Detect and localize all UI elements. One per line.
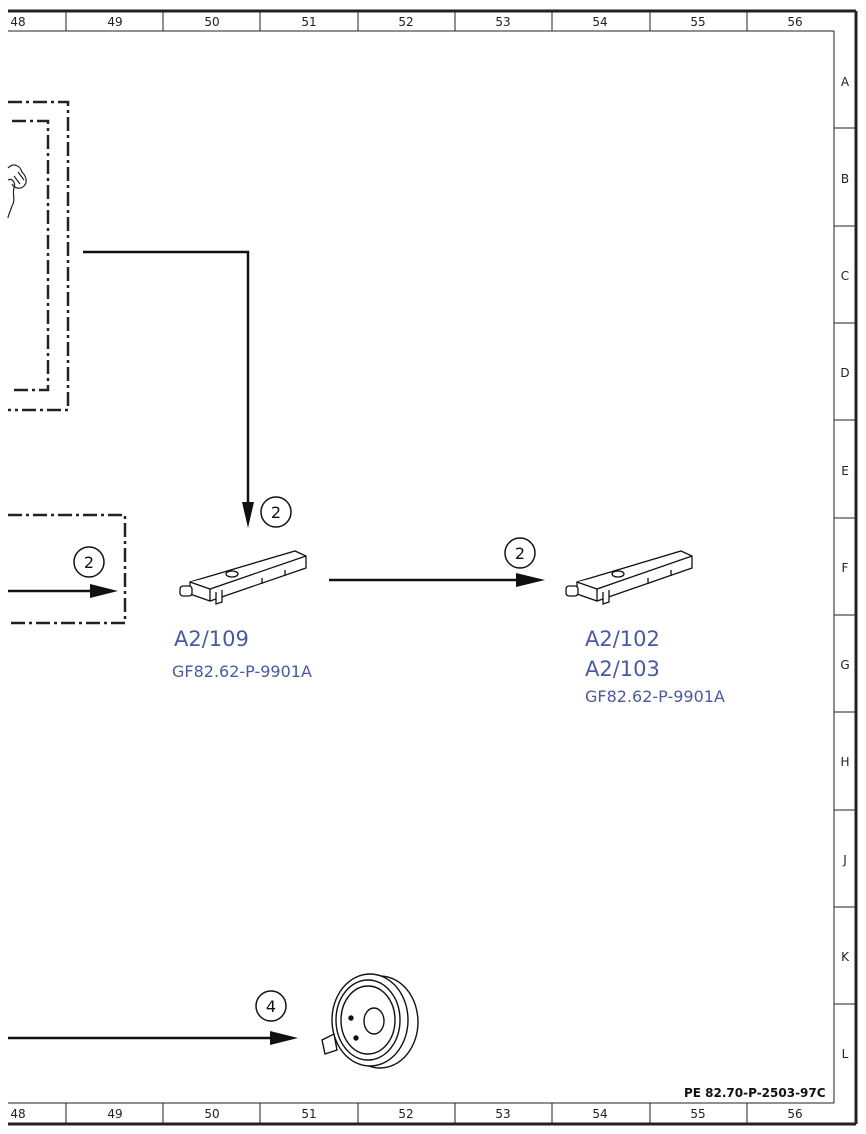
- antenna-module-icon-a2-109: [179, 550, 307, 605]
- speaker-icon: [321, 973, 419, 1069]
- col-label-56-top: 56: [787, 15, 802, 29]
- top-column-labels: 48 49 50 51 52 53 54 55 56: [10, 15, 802, 29]
- component-ref-a2-102-103: GF82.62-P-9901A: [585, 687, 725, 706]
- svg-text:2: 2: [515, 544, 525, 563]
- callout-upper: 2: [260, 496, 292, 528]
- component-code-a2-102: A2/102: [585, 627, 660, 651]
- col-label-51-bottom: 51: [301, 1107, 316, 1121]
- row-label-g: G: [840, 658, 849, 672]
- component-ref-a2-109: GF82.62-P-9901A: [172, 662, 312, 681]
- arrowhead-right: [270, 1031, 298, 1045]
- col-label-49-top: 49: [107, 15, 122, 29]
- col-label-52-top: 52: [398, 15, 413, 29]
- row-label-e: E: [841, 464, 849, 478]
- wire-left-box: [8, 584, 118, 598]
- arrowhead-right: [90, 584, 118, 598]
- row-label-a: A: [841, 75, 850, 89]
- col-label-48-bottom: 48: [10, 1107, 25, 1121]
- control-unit-outline-middle: [8, 513, 127, 625]
- col-label-52-bottom: 52: [398, 1107, 413, 1121]
- col-label-54-bottom: 54: [592, 1107, 607, 1121]
- col-label-50-top: 50: [204, 15, 219, 29]
- wire-path-to-a2-109: [83, 250, 254, 528]
- arrowhead-down: [242, 502, 254, 528]
- document-reference: PE 82.70-P-2503-97C: [684, 1086, 826, 1100]
- svg-text:2: 2: [271, 503, 281, 522]
- row-dividers: [834, 127, 856, 1005]
- callout-lower: 4: [255, 990, 287, 1022]
- row-labels: A B C D E F G H J K L: [840, 75, 850, 1061]
- col-label-53-top: 53: [495, 15, 510, 29]
- row-label-c: C: [841, 269, 849, 283]
- col-label-53-bottom: 53: [495, 1107, 510, 1121]
- row-label-h: H: [840, 755, 849, 769]
- row-label-d: D: [840, 366, 849, 380]
- col-label-51-top: 51: [301, 15, 316, 29]
- row-label-f: F: [842, 561, 849, 575]
- callout-left-box: 2: [73, 546, 105, 578]
- col-label-54-top: 54: [592, 15, 607, 29]
- col-label-56-bottom: 56: [787, 1107, 802, 1121]
- wire-lower-to-speaker: [8, 1031, 298, 1045]
- antenna-module-icon-a2-102: [565, 550, 693, 605]
- row-label-j: J: [842, 853, 847, 867]
- col-label-55-top: 55: [690, 15, 705, 29]
- row-label-l: L: [842, 1047, 849, 1061]
- col-label-49-bottom: 49: [107, 1107, 122, 1121]
- arrowhead-right: [516, 573, 545, 587]
- bottom-column-labels: 48 49 50 51 52 53 54 55 56: [10, 1107, 802, 1121]
- column-dividers: [65, 11, 748, 1124]
- control-unit-outline-upper: [8, 100, 70, 412]
- clip-artwork-partial: [7, 164, 27, 219]
- component-code-a2-103: A2/103: [585, 657, 660, 681]
- component-code-a2-109: A2/109: [174, 627, 249, 651]
- col-label-55-bottom: 55: [690, 1107, 705, 1121]
- wire-a2-109-to-a2-102: [329, 573, 545, 587]
- row-label-b: B: [841, 172, 849, 186]
- col-label-50-bottom: 50: [204, 1107, 219, 1121]
- svg-text:2: 2: [84, 553, 94, 572]
- svg-text:4: 4: [266, 997, 276, 1016]
- col-label-48-top: 48: [10, 15, 25, 29]
- callout-middle: 2: [504, 537, 536, 569]
- frame: [8, 9, 858, 1126]
- row-label-k: K: [841, 950, 850, 964]
